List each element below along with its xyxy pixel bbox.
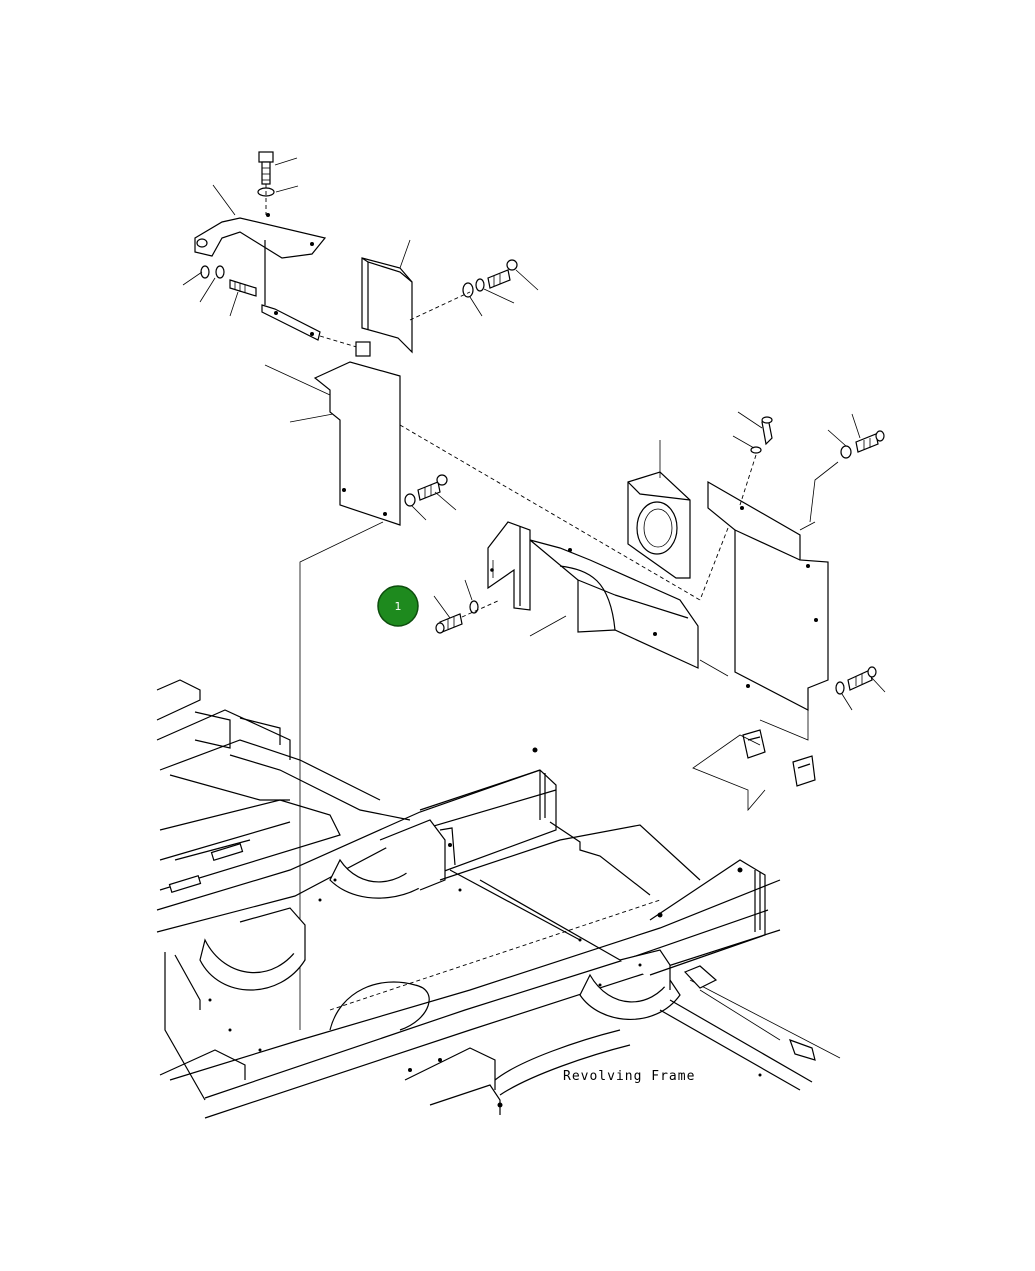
- left-cover-plate: [264, 341, 701, 601]
- right-cover-plate: [707, 461, 839, 711]
- right-lower-bolt-icon: [835, 666, 886, 711]
- clip-parts: [692, 729, 816, 812]
- revolving-frame: Revolving Frame: [156, 679, 841, 1119]
- top-bracket-assembly: [182, 151, 361, 349]
- flange-block: [627, 440, 691, 579]
- right-leader: [759, 710, 809, 741]
- rubber-pad: [361, 239, 413, 354]
- right-top-bolt-icon: [699, 411, 773, 601]
- top-bolt-icon: [258, 151, 298, 185]
- pad-bolt-group: [409, 259, 539, 321]
- callout-1[interactable]: 1: [377, 585, 419, 627]
- center-bracket: [487, 521, 729, 677]
- frame-label: Revolving Frame: [563, 1069, 695, 1084]
- leader-line: [299, 521, 384, 1030]
- mount-bolt-icon: [433, 579, 501, 634]
- callout-label: 1: [395, 600, 402, 613]
- right-side-bolt-icon: [827, 413, 885, 459]
